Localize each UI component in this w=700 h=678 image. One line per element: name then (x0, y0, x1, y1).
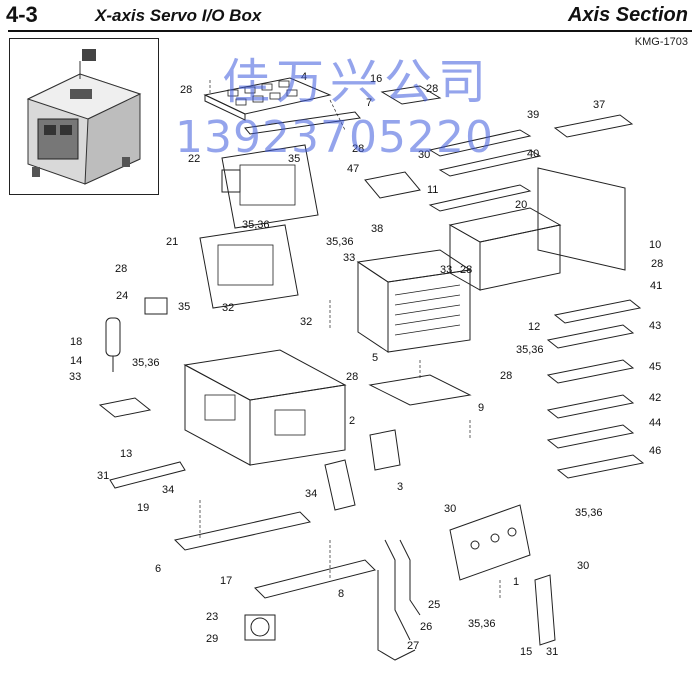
section-name: Axis Section (567, 4, 688, 26)
part-label: 35 (178, 301, 190, 313)
part-label: 45 (649, 361, 661, 373)
part-label: 4 (301, 71, 307, 83)
part-label: 16 (370, 73, 382, 85)
part-label: 1 (513, 576, 519, 588)
part-label: 23 (206, 611, 218, 623)
watermark-company-name: 佳万兴公司 (222, 54, 493, 110)
part-label: 32 (300, 316, 312, 328)
section-number: 4-3 (6, 2, 38, 27)
part-label: 3 (397, 481, 403, 493)
part-label: 35,36 (242, 219, 270, 231)
part-label: 2 (349, 415, 355, 427)
part-label: 44 (649, 417, 661, 429)
part-label: 35 (288, 153, 300, 165)
part-label: 35,36 (132, 357, 160, 369)
part-label: 33 (69, 371, 81, 383)
part-label: 38 (371, 223, 383, 235)
part-label: 11 (427, 184, 438, 196)
part-label: 27 (407, 640, 419, 652)
header-rule (8, 30, 692, 32)
part-label: 31 (546, 646, 558, 658)
part-label: 12 (528, 321, 540, 333)
part-label: 18 (70, 336, 82, 348)
part-label: 21 (166, 236, 178, 248)
watermark-phone-number: 13923705220 (175, 112, 494, 163)
part-label: 35,36 (575, 507, 603, 519)
part-label: 28 (180, 84, 192, 96)
part-label: 22 (188, 153, 200, 165)
part-label: 32 (222, 302, 234, 314)
part-label: 5 (372, 352, 378, 364)
part-label: 30 (577, 560, 589, 572)
machine-thumbnail (9, 38, 159, 195)
part-label: 41 (650, 280, 662, 292)
part-label: 8 (338, 588, 344, 600)
part-label: 28 (651, 258, 663, 270)
part-label: 26 (420, 621, 432, 633)
part-label: 9 (478, 402, 484, 414)
part-label: 6 (155, 563, 161, 575)
part-label: 42 (649, 392, 661, 404)
part-label: 28 (346, 371, 358, 383)
part-label: 14 (70, 355, 82, 367)
part-label: 35,36 (468, 618, 496, 630)
part-label: 10 (649, 239, 661, 251)
part-label: 46 (649, 445, 661, 457)
part-labels: 28 4 16 28 7 37 39 22 28 35 30 40 47 11 … (69, 71, 663, 658)
machine-illustration (26, 49, 142, 185)
part-label: 33 (440, 264, 452, 276)
part-label: 39 (527, 109, 539, 121)
part-label: 13 (120, 448, 132, 460)
part-label: 15 (520, 646, 532, 658)
part-label: 34 (162, 484, 174, 496)
part-label: 24 (116, 290, 128, 302)
page-title: X-axis Servo I/O Box (95, 6, 262, 25)
part-label: 30 (418, 149, 430, 161)
part-label: 7 (366, 97, 372, 109)
part-label: 34 (305, 488, 317, 500)
part-label: 28 (500, 370, 512, 382)
part-label: 43 (649, 320, 661, 332)
part-label: 28 (352, 143, 364, 155)
part-label: 35,36 (326, 236, 354, 248)
part-label: 17 (220, 575, 232, 587)
part-label: 19 (137, 502, 149, 514)
part-label: 28 (426, 83, 438, 95)
part-label: 20 (515, 199, 527, 211)
part-label: 47 (347, 163, 359, 175)
part-label: 28 (115, 263, 127, 275)
part-label: 31 (97, 470, 109, 482)
part-label: 28 (460, 264, 472, 276)
doc-code: KMG-1703 (634, 36, 688, 48)
part-label: 33 (343, 252, 355, 264)
part-label: 25 (428, 599, 440, 611)
part-label: 29 (206, 633, 218, 645)
part-label: 37 (593, 99, 605, 111)
part-label: 35,36 (516, 344, 544, 356)
part-label: 40 (527, 148, 539, 160)
part-label: 30 (444, 503, 456, 515)
